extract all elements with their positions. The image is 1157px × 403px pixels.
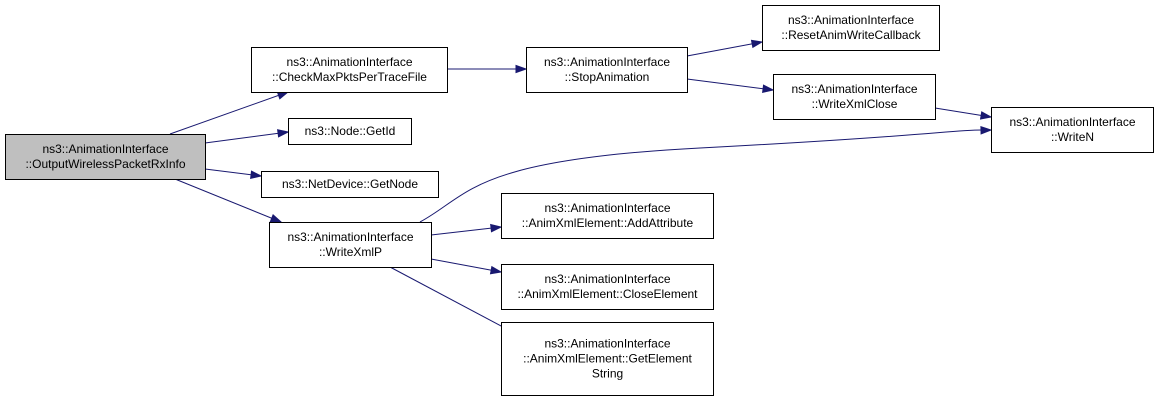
- edge-line: [430, 226, 502, 236]
- node-box[interactable]: [501, 193, 714, 239]
- edge-output_wireless-to-netdevice_getnode: [204, 168, 263, 179]
- node-label-line: ::AnimXmlElement::CloseElement: [517, 287, 698, 301]
- node-label-line: ::WriteN: [1051, 130, 1094, 144]
- edge-arrowhead: [269, 214, 283, 223]
- node-box[interactable]: [5, 134, 206, 180]
- node-label-line: ns3::AnimationInterface: [544, 337, 670, 351]
- edge-arrowhead: [762, 84, 775, 93]
- edge-line: [169, 91, 289, 135]
- edge-output_wireless-to-check_max_pkts: [169, 91, 290, 135]
- edge-arrowhead: [489, 265, 503, 275]
- node-label-line: String: [592, 367, 623, 381]
- edge-write_xml_p-to-close_element: [430, 258, 503, 275]
- node-box[interactable]: [501, 322, 714, 396]
- node-label-line: ns3::AnimationInterface: [286, 55, 412, 69]
- edge-line: [419, 129, 983, 223]
- edge-write_xml_close-to-write_n: [934, 107, 993, 120]
- node-add-attribute[interactable]: ns3::AnimationInterface::AnimXmlElement:…: [501, 193, 714, 239]
- edge-line: [686, 78, 774, 91]
- node-label-line: ns3::AnimationInterface: [287, 230, 413, 244]
- node-label-line: ns3::AnimationInterface: [544, 55, 670, 69]
- edge-arrowhead: [979, 111, 993, 120]
- edge-stop_animation-to-write_xml_close: [686, 78, 775, 93]
- node-netdevice-getnode[interactable]: ns3::NetDevice::GetNode: [261, 171, 439, 198]
- node-stop-animation[interactable]: ns3::AnimationInterface::StopAnimation: [526, 47, 688, 93]
- edge-arrowhead: [250, 170, 263, 179]
- node-box[interactable]: [501, 264, 714, 310]
- node-label-line: ns3::AnimationInterface: [544, 272, 670, 286]
- edge-write_xml_p-to-add_attribute: [430, 223, 503, 236]
- node-reset-anim-write-callback[interactable]: ns3::AnimationInterface::ResetAnimWriteC…: [762, 5, 940, 51]
- node-label-line: ns3::AnimationInterface: [788, 13, 914, 27]
- node-box[interactable]: [762, 5, 940, 51]
- node-output-wireless[interactable]: ns3::AnimationInterface::OutputWirelessP…: [5, 134, 206, 180]
- node-label-line: ::OutputWirelessPacketRxInfo: [25, 157, 185, 171]
- edge-write_xml_p-to-get_element_string: [389, 266, 522, 337]
- node-label-line: ns3::AnimationInterface: [791, 82, 917, 96]
- node-label-line: ::WriteXmlClose: [812, 97, 898, 111]
- node-label-line: ns3::NetDevice::GetNode: [282, 177, 418, 191]
- node-box[interactable]: [251, 47, 448, 93]
- node-get-element-string[interactable]: ns3::AnimationInterface::AnimXmlElement:…: [501, 322, 714, 396]
- edge-line: [389, 266, 521, 337]
- node-node-getid[interactable]: ns3::Node::GetId: [288, 118, 412, 145]
- node-close-element[interactable]: ns3::AnimationInterface::AnimXmlElement:…: [501, 264, 714, 310]
- edge-check_max_pkts-to-stop_animation: [447, 64, 528, 74]
- edge-write_xml_p-to-write_n: [419, 125, 993, 223]
- node-label-line: ::WriteXmlP: [319, 245, 382, 259]
- edge-line: [204, 131, 289, 144]
- node-box[interactable]: [526, 47, 688, 93]
- edge-output_wireless-to-write_xml_p: [174, 178, 283, 223]
- node-label-line: ns3::AnimationInterface: [1009, 115, 1135, 129]
- node-check-max-pkts[interactable]: ns3::AnimationInterface::CheckMaxPktsPer…: [251, 47, 448, 93]
- node-label-line: ::ResetAnimWriteCallback: [781, 28, 921, 42]
- node-label-line: ns3::AnimationInterface: [544, 201, 670, 215]
- edge-arrowhead: [750, 39, 764, 49]
- node-box[interactable]: [773, 74, 936, 120]
- node-label-line: ns3::AnimationInterface: [42, 142, 168, 156]
- node-write-xml-close[interactable]: ns3::AnimationInterface::WriteXmlClose: [773, 74, 936, 120]
- edge-line: [686, 41, 763, 57]
- edge-arrowhead: [490, 223, 503, 233]
- node-write-n[interactable]: ns3::AnimationInterface::WriteN: [991, 107, 1154, 153]
- node-box[interactable]: [269, 222, 432, 268]
- node-label-line: ns3::Node::GetId: [305, 124, 396, 138]
- node-box[interactable]: [288, 118, 412, 145]
- edge-line: [430, 258, 502, 273]
- node-box[interactable]: [261, 171, 439, 198]
- edge-stop_animation-to-reset_anim_write_callback: [686, 39, 764, 57]
- edge-arrowhead: [515, 64, 528, 74]
- node-box[interactable]: [991, 107, 1154, 153]
- edge-line: [174, 178, 282, 223]
- edge-arrowhead: [980, 125, 993, 135]
- node-label-line: ::AnimXmlElement::AddAttribute: [522, 216, 694, 230]
- edge-arrowhead: [277, 129, 290, 138]
- node-label-line: ::AnimXmlElement::GetElement: [523, 352, 692, 366]
- nodes-layer: ns3::AnimationInterface::OutputWirelessP…: [5, 5, 1154, 396]
- node-label-line: ::StopAnimation: [565, 70, 650, 84]
- node-write-xml-p[interactable]: ns3::AnimationInterface::WriteXmlP: [269, 222, 432, 268]
- edge-output_wireless-to-node_getid: [204, 129, 290, 144]
- node-label-line: ::CheckMaxPktsPerTraceFile: [272, 70, 427, 84]
